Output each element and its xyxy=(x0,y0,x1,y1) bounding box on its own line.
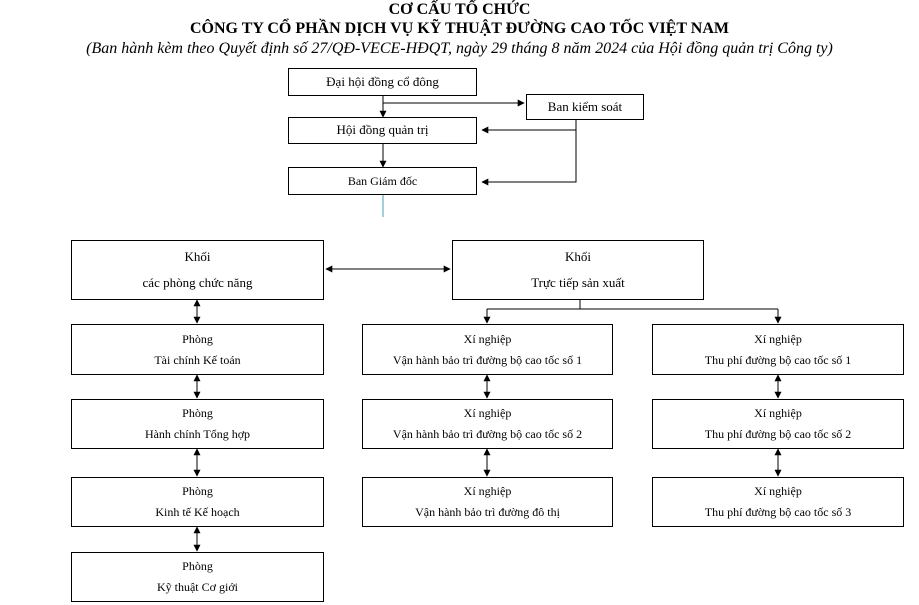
department-line2: Kinh tế Kế hoạch xyxy=(155,505,240,519)
edge-supervisory-board xyxy=(481,120,577,134)
node-department: Phòng Kinh tế Kế hoạch xyxy=(71,477,324,527)
node-maintenance-unit: Xí nghiệp Vận hành bảo trì đường bộ cao … xyxy=(362,324,613,375)
department-line2: Hành chính Tổng hợp xyxy=(144,427,251,441)
functional-block-line2: các phòng chức năng xyxy=(142,275,253,290)
department-line2: Tài chính Kế toán xyxy=(154,352,241,367)
toll-unit-line2: Thu phí đường bộ cao tốc số 1 xyxy=(704,352,852,367)
department-line1: Phòng xyxy=(182,331,213,346)
maintenance-unit-line2: Vận hành bảo trì đường đô thị xyxy=(415,505,560,519)
node-functional-block: Khối các phòng chức năng xyxy=(71,240,324,300)
toll-unit-line2: Thu phí đường bộ cao tốc số 2 xyxy=(704,427,852,441)
node-maintenance-unit: Xí nghiệp Vận hành bảo trì đường bộ cao … xyxy=(362,399,613,449)
maintenance-unit-line2: Vận hành bảo trì đường bộ cao tốc số 1 xyxy=(392,352,583,367)
decision-subtitle: (Ban hành kèm theo Quyết định số 27/QĐ-V… xyxy=(86,40,833,57)
toll-unit-line1: Xí nghiệp xyxy=(754,406,802,420)
node-department: Phòng Hành chính Tổng hợp xyxy=(71,399,324,449)
department-line1: Phòng xyxy=(182,406,213,420)
node-toll-unit: Xí nghiệp Thu phí đường bộ cao tốc số 3 xyxy=(652,477,904,527)
toll-unit-line1: Xí nghiệp xyxy=(754,484,802,498)
node-toll-unit: Xí nghiệp Thu phí đường bộ cao tốc số 1 xyxy=(652,324,904,375)
production-block-line1: Khối xyxy=(565,248,591,264)
toll-unit-line2: Thu phí đường bộ cao tốc số 3 xyxy=(704,505,852,519)
department-line2: Kỹ thuật Cơ giới xyxy=(156,580,239,594)
maintenance-unit-line1: Xí nghiệp xyxy=(463,484,512,498)
node-shareholders: Đại hội đồng cổ đông xyxy=(288,68,477,96)
node-directors: Ban Giám đốc xyxy=(288,167,477,195)
node-toll-unit: Xí nghiệp Thu phí đường bộ cao tốc số 2 xyxy=(652,399,904,449)
toll-unit-line1: Xí nghiệp xyxy=(754,331,802,346)
node-board: Hội đồng quản trị xyxy=(288,117,477,144)
node-directors-label: Ban Giám đốc xyxy=(347,173,418,188)
production-block-line2: Trực tiếp sản xuất xyxy=(531,275,625,290)
node-shareholders-label: Đại hội đồng cổ đông xyxy=(326,73,439,89)
department-line1: Phòng xyxy=(182,559,213,573)
department-line1: Phòng xyxy=(182,484,213,498)
node-department: Phòng Kỹ thuật Cơ giới xyxy=(71,552,324,602)
chart-title: CƠ CẤU TỔ CHỨC xyxy=(388,1,531,18)
edge-supervisory-directors xyxy=(481,130,577,186)
functional-block-line1: Khối xyxy=(184,248,211,264)
node-production-block: Khối Trực tiếp sản xuất xyxy=(452,240,704,300)
node-supervisory: Ban kiểm soát xyxy=(526,94,644,120)
maintenance-unit-line1: Xí nghiệp xyxy=(463,406,512,420)
company-name: CÔNG TY CỔ PHẦN DỊCH VỤ KỸ THUẬT ĐƯỜNG C… xyxy=(189,20,730,37)
maintenance-unit-line1: Xí nghiệp xyxy=(463,331,512,346)
node-supervisory-label: Ban kiểm soát xyxy=(547,98,623,114)
node-maintenance-unit: Xí nghiệp Vận hành bảo trì đường đô thị xyxy=(362,477,613,527)
node-department: Phòng Tài chính Kế toán xyxy=(71,324,324,375)
node-board-label: Hội đồng quản trị xyxy=(336,122,429,138)
maintenance-unit-line2: Vận hành bảo trì đường bộ cao tốc số 2 xyxy=(392,427,583,441)
